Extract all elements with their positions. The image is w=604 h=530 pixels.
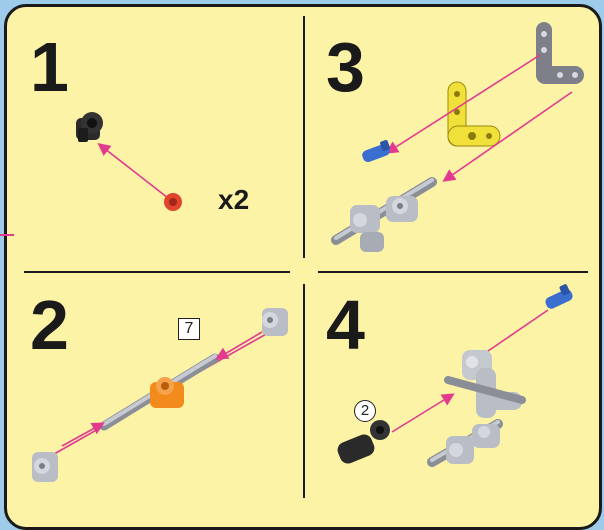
bushing-icon (164, 193, 182, 211)
blue-pin-icon (545, 284, 573, 309)
yellow-liftarm-icon (447, 81, 501, 147)
gray-bushing-top-icon (262, 308, 288, 336)
axle-length-label: 7 (178, 318, 200, 340)
step-number-3: 3 (326, 28, 365, 106)
gray-bushing-bottom-icon (32, 452, 58, 482)
panel-dividers (24, 16, 588, 498)
gray-liftarm-icon (536, 22, 584, 84)
axle-assembly-icon (331, 177, 437, 252)
step-number-2: 2 (30, 286, 69, 364)
quantity-label: x2 (218, 184, 250, 215)
pin-connector-icon (76, 112, 103, 142)
pin-connector-icon (337, 420, 390, 464)
step-number-4: 4 (326, 286, 365, 364)
step3-parts (331, 22, 584, 252)
step4-parts (337, 284, 573, 467)
step-number-1: 1 (30, 28, 69, 106)
step2-parts (32, 308, 288, 482)
axle-assembly-icon (427, 419, 503, 467)
instruction-art (0, 16, 588, 498)
orange-connector-icon (150, 377, 184, 408)
gray-frame-icon (444, 350, 526, 418)
blue-pin-icon (362, 139, 390, 163)
part-count-label: 2 (354, 400, 376, 422)
step1-parts (76, 112, 182, 211)
